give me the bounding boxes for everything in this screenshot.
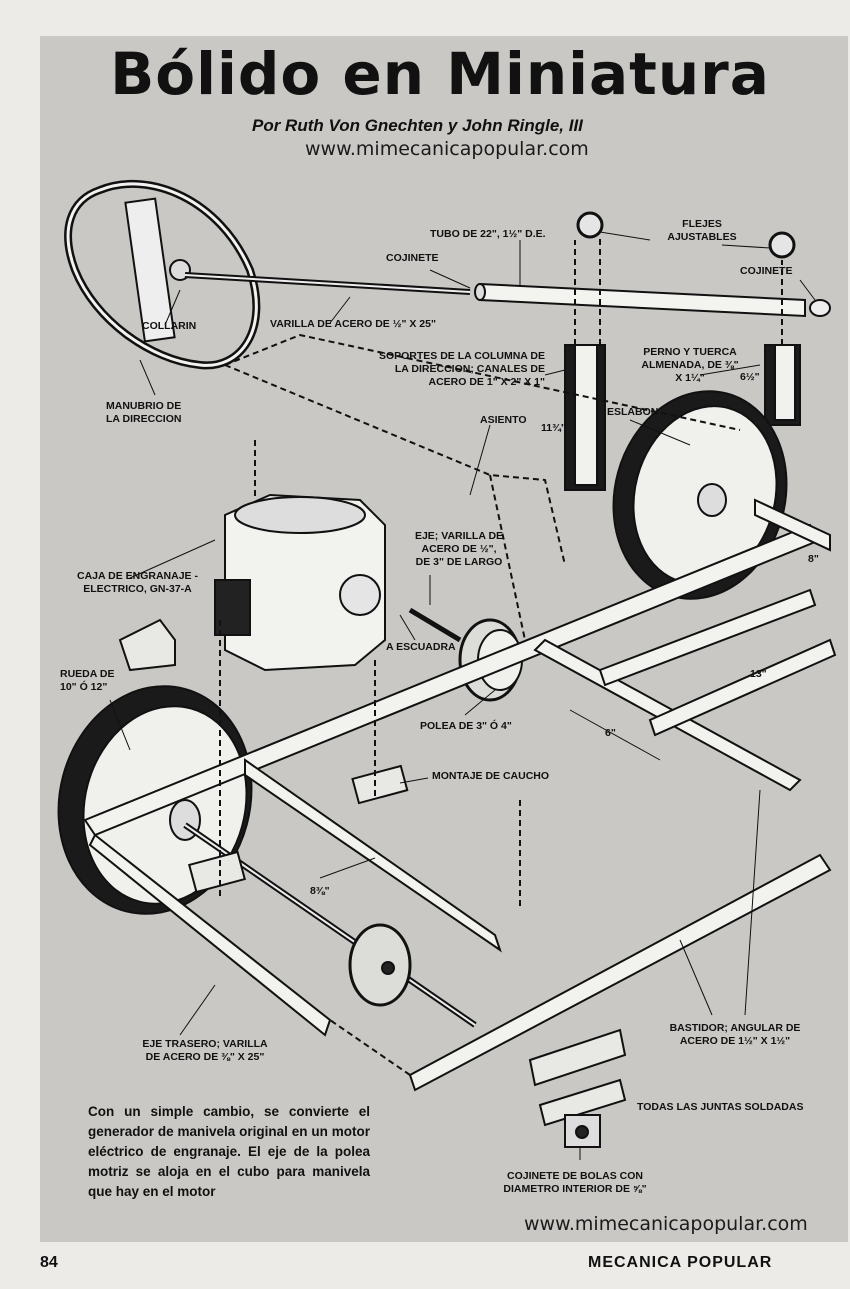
label-perno: PERNO Y TUERCA ALMENADA, DE ⅜" x 1¼" — [641, 346, 739, 384]
label-manubrio: MANUBRIO DE LA DIRECCION — [106, 400, 182, 425]
label-cojinete-right: COJINETE — [740, 265, 793, 277]
watermark-bottom[interactable]: www.mimecanicapopular.com — [524, 1213, 808, 1235]
label-asiento: ASIENTO — [480, 414, 527, 426]
angle-bracket — [118, 618, 176, 672]
label-eje-trasero: EJE TRASERO; VARILLA DE ACERO DE ⅜" x 25… — [142, 1038, 268, 1063]
label-bastidor: BASTIDOR; ANGULAR DE ACERO DE 1½" x 1½" — [669, 1022, 801, 1047]
label-cojinete-bolas: COJINETE DE BOLAS CON DIAMETRO INTERIOR … — [503, 1170, 647, 1195]
label-soportes: SOPORTES DE LA COLUMNA DE LA DIRECCION; … — [378, 350, 545, 388]
label-caja: CAJA DE ENGRANAJE -ELECTRICO, GN-37-A — [77, 570, 198, 595]
label-rueda: RUEDA DE 10" ó 12" — [60, 668, 115, 693]
article-byline: Por Ruth Von Gnechten y John Ringle, III — [252, 116, 583, 135]
ball-bearing — [528, 1028, 627, 1148]
clamp-left — [576, 211, 604, 239]
frame — [83, 498, 837, 1092]
steering-tube — [474, 282, 831, 318]
clamp-right — [768, 231, 796, 259]
label-juntas: TODAS LAS JUNTAS SOLDADAS — [637, 1101, 804, 1113]
label-dim-11-75: 11¾" — [541, 422, 566, 434]
label-eslabon: ESLABON — [607, 406, 659, 418]
rear-pulley — [348, 923, 412, 1007]
steering-wheel — [64, 179, 261, 370]
watermark-top[interactable]: www.mimecanicapopular.com — [305, 138, 589, 160]
label-dim-8: 8" — [808, 553, 819, 565]
label-eje-varilla: EJE; VARILLA DE ACERO DE ½", DE 3" DE LA… — [414, 530, 504, 568]
label-tubo: TUBO DE 22", 1½" D.E. — [430, 228, 546, 240]
leader-lines — [109, 231, 816, 1160]
label-varilla: VARILLA DE ACERO DE ½" x 25" — [270, 318, 436, 330]
figure-caption: Con un simple cambio, se convierte el ge… — [88, 1104, 370, 1199]
label-dim-6-5: 6½" — [740, 371, 760, 383]
label-polea: POLEA DE 3" ó 4" — [420, 720, 512, 732]
label-flejes: FLEJES AJUSTABLES — [667, 218, 737, 243]
rubber-mount-front — [351, 764, 409, 805]
gear-motor — [214, 493, 386, 672]
label-escuadra: A ESCUADRA — [386, 641, 456, 653]
label-montaje: MONTAJE DE CAUCHO — [432, 770, 550, 782]
page-number: 84 — [40, 1254, 58, 1271]
article-title: Bólido en Miniatura — [110, 40, 770, 108]
label-collarin: COLLARIN — [142, 320, 197, 332]
label-dim-8-375: 8⅜" — [310, 885, 330, 897]
magazine-name: MECANICA POPULAR — [588, 1254, 773, 1271]
label-cojinete-left: COJINETE — [386, 252, 439, 264]
seat-outline — [219, 235, 783, 1076]
label-dim-6: 6" — [605, 727, 616, 739]
pulley-shaft — [408, 607, 462, 643]
label-dim-13: 13" — [750, 668, 767, 680]
